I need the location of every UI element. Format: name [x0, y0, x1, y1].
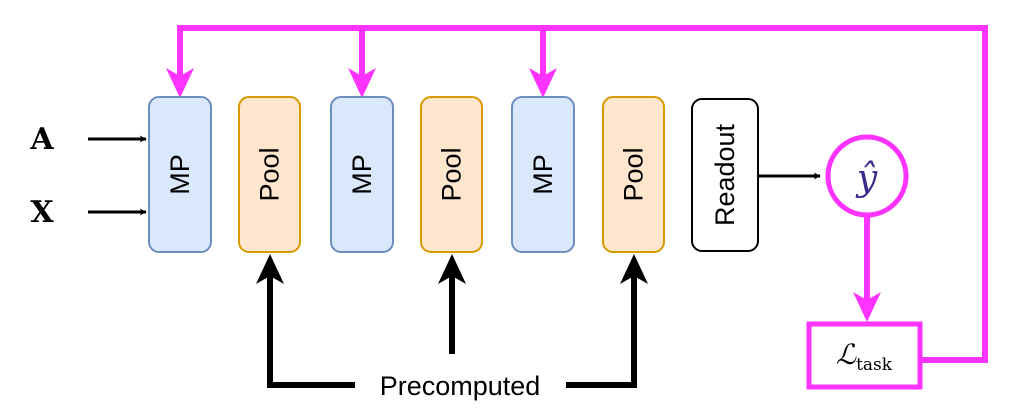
pool-block-1 [238, 96, 301, 253]
mp-block-3-label: MP [528, 154, 558, 195]
feedback-arrowhead-3 [529, 68, 557, 98]
precomputed-arrows [267, 276, 637, 388]
feedback-arrowheads [166, 68, 881, 322]
pool-block-2-label: Pool [437, 147, 467, 201]
precomputed-right-line [566, 276, 637, 388]
feedback-arrowhead-1 [166, 68, 194, 98]
mp-block-3 [511, 96, 575, 253]
precomputed-arrowhead-2 [438, 254, 466, 284]
pool-block-3 [602, 96, 665, 253]
pool-block-2 [420, 96, 483, 253]
block-readout: Readout [691, 98, 759, 252]
pool-block-1-label: Pool [255, 147, 285, 201]
block-pool-3: Pool [602, 96, 665, 253]
precomputed-arrowheads [256, 254, 648, 284]
loss-subscript: task [856, 355, 893, 375]
input-arrows [88, 135, 147, 216]
loss-box [806, 321, 923, 390]
output-symbol: ŷ [855, 158, 878, 199]
loss-arrowhead [853, 292, 881, 322]
input-a-label: A [29, 122, 54, 157]
mp-block-1-label: MP [165, 154, 195, 195]
precomputed-arrowhead-3 [620, 254, 648, 284]
feedback-line [177, 25, 988, 363]
mp-block-2-label: MP [347, 154, 377, 195]
readout-block-label: Readout [710, 123, 740, 226]
loss-node: ℒtask [806, 321, 923, 390]
readout-block [691, 98, 759, 252]
input-x-label: X [30, 195, 54, 230]
block-mp-3: MP [511, 96, 575, 253]
block-mp-1: MP [148, 96, 212, 253]
feedback-arrowhead-2 [348, 68, 376, 98]
loss-label: ℒtask [836, 338, 893, 375]
block-pool-2: Pool [420, 96, 483, 253]
feedback-loop [177, 25, 988, 363]
precomputed-label: Precomputed [380, 371, 541, 401]
block-pool-1: Pool [238, 96, 301, 253]
mp-block-1 [148, 96, 212, 253]
loss-symbol: ℒ [836, 338, 857, 371]
precomputed-left-line [267, 276, 355, 388]
output-circle [825, 134, 909, 218]
output-node: ŷ [825, 134, 909, 218]
mp-block-2 [330, 96, 394, 253]
precomputed-arrowhead-1 [256, 254, 284, 284]
pool-block-3-label: Pool [619, 147, 649, 201]
block-mp-2: MP [330, 96, 394, 253]
